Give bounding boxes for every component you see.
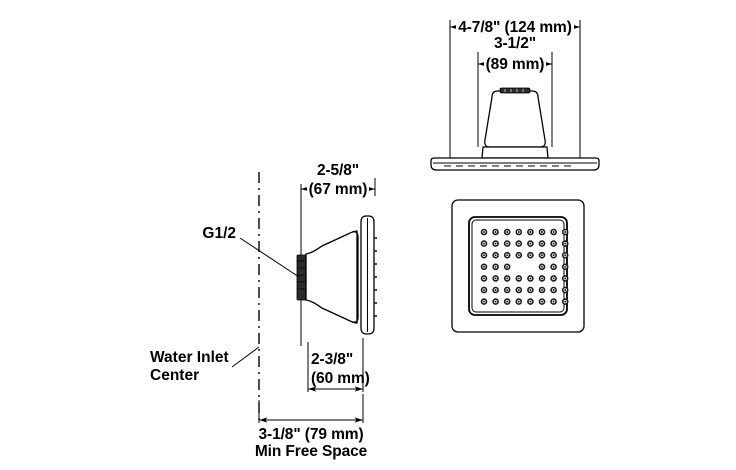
nozzle-dot-core bbox=[506, 277, 509, 280]
nozzle-dot-core bbox=[517, 254, 520, 257]
nozzle-dot-core bbox=[541, 265, 543, 268]
side-section-view: 2-5/8" (67 mm) bbox=[150, 162, 377, 460]
nozzle-dot-core bbox=[541, 231, 543, 233]
nozzle-dot-core bbox=[494, 277, 497, 280]
label-water-inlet-line2: Center bbox=[150, 367, 199, 384]
nozzle-dot-core bbox=[564, 242, 567, 245]
nozzle-dot-core bbox=[483, 265, 485, 268]
water-inlet-leader-line bbox=[231, 346, 260, 368]
label-water-inlet-line1: Water Inlet bbox=[150, 349, 229, 366]
dimension-face-height-mm: (60 mm) bbox=[311, 370, 370, 387]
nozzle-dot-core bbox=[541, 300, 543, 303]
elevation-cap-grooves bbox=[504, 89, 524, 92]
nozzle-dot-core bbox=[506, 242, 509, 245]
nozzle-dot-core bbox=[564, 300, 567, 303]
nozzle-dot-core bbox=[564, 289, 567, 291]
nozzle-dot-core bbox=[552, 289, 555, 291]
nozzle-dot-core bbox=[529, 231, 532, 233]
text-knockout-outer-width bbox=[456, 18, 574, 34]
nozzle-grid bbox=[480, 228, 569, 305]
nozzle-dot-core bbox=[564, 265, 567, 268]
nozzle-dot-core bbox=[564, 277, 567, 280]
g12-leader-line bbox=[239, 237, 300, 278]
text-knockout-projection-mm bbox=[307, 181, 369, 196]
dimension-min-free-space-note: Min Free Space bbox=[255, 443, 368, 460]
nozzle-dot-core bbox=[494, 265, 497, 268]
elevation-flange-plate bbox=[430, 157, 600, 171]
nozzle-dot-core bbox=[483, 254, 485, 257]
nozzle-dot-core bbox=[506, 300, 509, 303]
dimension-projection-inches: 2-5/8" bbox=[317, 162, 359, 179]
nozzle-dot-core bbox=[494, 300, 497, 303]
inlet-thread-stub bbox=[296, 254, 307, 301]
label-inlet-thread: G1/2 bbox=[202, 225, 236, 242]
nozzle-dot-core bbox=[552, 277, 555, 280]
dimension-min-free-space: 3-1/8" (79 mm) bbox=[258, 426, 363, 443]
nozzle-dot-core bbox=[517, 231, 520, 233]
nozzle-dot-core bbox=[529, 254, 532, 257]
nozzle-dot-core bbox=[552, 242, 555, 245]
nozzle-dot-core bbox=[517, 277, 520, 280]
dimension-inner-width-mm: (89 mm) bbox=[486, 56, 545, 73]
nozzle-dot-core bbox=[506, 254, 509, 257]
dimension-inner-width-inches: 3-1/2" bbox=[494, 35, 536, 52]
faceplate-nozzle-ticks bbox=[374, 237, 377, 317]
nozzle-dot-core bbox=[564, 231, 567, 233]
nozzle-dot-core bbox=[552, 231, 555, 233]
nozzle-dot-core bbox=[494, 289, 497, 291]
nozzle-dot-core bbox=[541, 277, 543, 280]
elevation-top-cap bbox=[499, 87, 531, 94]
nozzle-dot-core bbox=[483, 277, 485, 280]
nozzle-dot-core bbox=[494, 231, 497, 233]
nozzle-dot-core bbox=[483, 289, 485, 291]
nozzle-dot-core bbox=[483, 242, 485, 245]
nozzle-dot-core bbox=[541, 289, 543, 291]
nozzle-dot-core bbox=[552, 254, 555, 257]
nozzle-dot-core bbox=[506, 231, 509, 233]
body-faceplate-shoulder bbox=[351, 231, 359, 323]
nozzle-dot-core bbox=[552, 300, 555, 303]
nozzle-dot-core bbox=[517, 300, 520, 303]
nozzle-dot-core bbox=[529, 300, 532, 303]
nozzle-dot-core bbox=[483, 231, 485, 233]
nozzle-dot-core bbox=[494, 254, 497, 257]
dimension-projection-mm: (67 mm) bbox=[309, 181, 368, 198]
nozzle-dot-core bbox=[506, 289, 509, 291]
dimension-face-height-inches: 2-3/8" bbox=[311, 351, 353, 368]
nozzle-dot-core bbox=[506, 265, 509, 268]
face-view bbox=[451, 199, 585, 333]
nozzle-dot-core bbox=[564, 254, 567, 257]
elevation-body bbox=[484, 90, 546, 148]
dimension-outer-width: 4-7/8" (124 mm) bbox=[458, 19, 572, 36]
shower-body-section bbox=[305, 230, 358, 324]
nozzle-dot-core bbox=[483, 300, 485, 303]
nozzle-dot-core bbox=[541, 254, 543, 257]
nozzle-dot-core bbox=[529, 242, 532, 245]
elevation-base-boss bbox=[481, 146, 549, 159]
nozzle-dot-core bbox=[541, 242, 543, 245]
nozzle-dot-core bbox=[529, 277, 532, 280]
text-knockout-inner-width bbox=[484, 55, 546, 71]
elevation-view: 4-7/8" (124 mm) 3-1/2" (89 mm) bbox=[430, 18, 600, 171]
inlet-thread-grooves bbox=[297, 260, 306, 290]
nozzle-dot-core bbox=[517, 289, 520, 291]
nozzle-dot-core bbox=[517, 242, 520, 245]
nozzle-dot-core bbox=[552, 265, 555, 268]
nozzle-dot-core bbox=[494, 242, 497, 245]
nozzle-dot-core bbox=[529, 289, 532, 291]
